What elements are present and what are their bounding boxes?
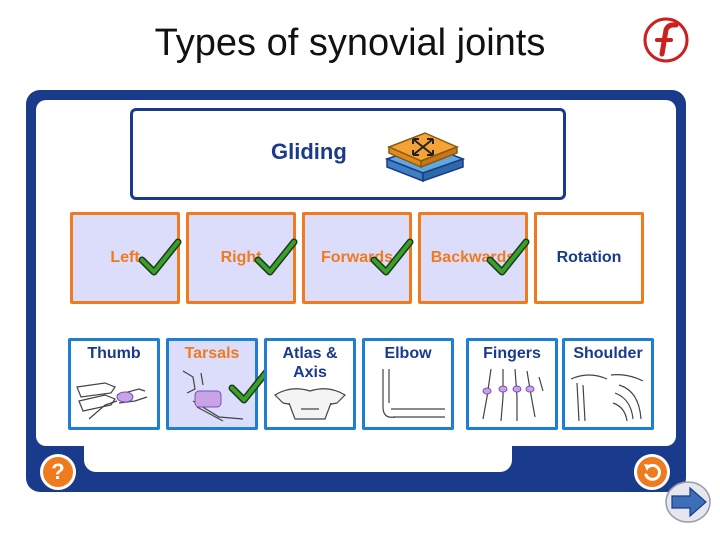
gliding-plates-icon: [384, 132, 466, 183]
thumb-bone-icon: [76, 382, 148, 420]
joint-label-shoulder: Shoulder: [573, 345, 643, 362]
undo-arrow-icon: [644, 463, 661, 481]
question-mark-icon: ?: [51, 459, 65, 484]
joint-label-tarsals: Tarsals: [184, 345, 240, 362]
joint-label-thumb: Thumb: [87, 345, 141, 362]
movement-left-button[interactable]: Left: [70, 212, 180, 304]
movement-right-label: Right: [220, 249, 262, 266]
joint-card-atlas-axis[interactable]: Atlas & Axis: [264, 338, 356, 430]
joint-card-elbow[interactable]: Elbow: [362, 338, 454, 430]
atlas-axis-bone-icon: [274, 388, 346, 420]
joint-card-tarsals[interactable]: Tarsals: [166, 338, 258, 430]
movement-forwards-button[interactable]: Forwards: [302, 212, 412, 304]
board-footer-notch: [84, 446, 512, 472]
help-button[interactable]: ?: [40, 454, 76, 490]
movement-backwards-button[interactable]: Backwards: [418, 212, 528, 304]
elbow-bone-icon: [382, 369, 445, 418]
joint-card-fingers[interactable]: Fingers: [466, 338, 558, 430]
joint-type-title: Gliding: [271, 139, 347, 164]
slide-title: Types of synovial joints: [154, 22, 546, 64]
joint-label-fingers: Fingers: [483, 345, 541, 362]
movement-left-label: Left: [110, 249, 140, 266]
next-slide-button[interactable]: [664, 480, 712, 524]
reset-button[interactable]: [634, 454, 670, 490]
flash-logo-icon: [643, 17, 689, 63]
movement-right-button[interactable]: Right: [186, 212, 296, 304]
next-arrow-icon: [671, 486, 707, 518]
fingers-bone-icon: [482, 368, 544, 422]
movement-rotation-label: Rotation: [556, 249, 622, 266]
movement-backwards-label: Backwards: [430, 249, 516, 266]
movement-forwards-label: Forwards: [320, 249, 393, 266]
joint-label-atlas-axis: Atlas & Axis: [282, 345, 338, 381]
movement-rotation-button[interactable]: Rotation: [534, 212, 644, 304]
joint-label-elbow: Elbow: [384, 345, 432, 362]
tarsals-bone-icon: [182, 370, 244, 422]
joint-type-panel: Gliding: [130, 108, 566, 200]
joint-card-shoulder[interactable]: Shoulder: [562, 338, 654, 430]
shoulder-bone-icon: [570, 374, 644, 422]
joint-card-thumb[interactable]: Thumb: [68, 338, 160, 430]
